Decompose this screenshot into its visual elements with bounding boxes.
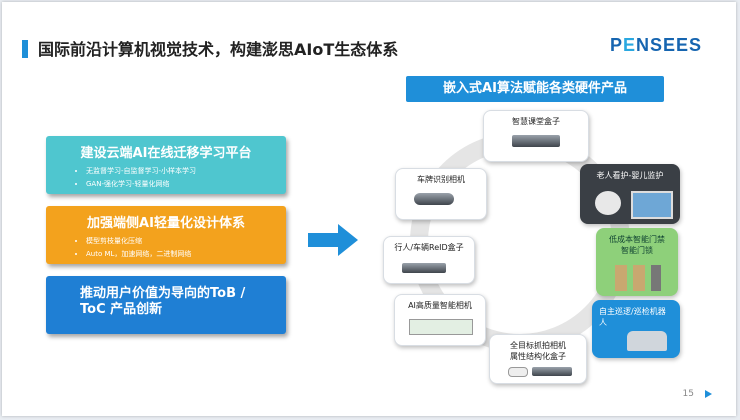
box-device-icon bbox=[402, 263, 446, 273]
device-label: AI高质量智能相机 bbox=[408, 301, 472, 310]
device-card-elder-care: 老人看护-婴儿监护 bbox=[580, 164, 680, 224]
bullet-item: 模型剪枝量化压缩 bbox=[86, 235, 286, 248]
device-card-full-target-camera: 全目标抓拍相机 属性结构化盒子 bbox=[489, 334, 587, 384]
device-card-patrol-robot: 自主巡逻/巡检机器 人 bbox=[592, 300, 680, 358]
device-card-door-access: 低成本智能门禁 智能门锁 bbox=[596, 228, 678, 296]
panel-bullets: 模型剪枝量化压缩 Auto ML，加速网络，二进制网络 bbox=[46, 235, 286, 261]
page-number: 15 bbox=[682, 389, 694, 399]
title-accent-bar bbox=[22, 40, 28, 58]
panel-product-innovation: 推动用户价值为导向的ToB / ToC 产品创新 bbox=[46, 276, 286, 334]
bullet-item: Auto ML，加速网络，二进制网络 bbox=[86, 248, 286, 261]
panel-edge-ai: 加强端侧AI轻量化设计体系 模型剪枝量化压缩 Auto ML，加速网络，二进制网… bbox=[46, 206, 286, 264]
device-label: 低成本智能门禁 bbox=[609, 235, 665, 244]
bullet-item: GAN-强化学习-轻量化网络 bbox=[86, 178, 286, 191]
device-label: 全目标抓拍相机 bbox=[510, 341, 566, 350]
panel-title-line: 推动用户价值为导向的ToB / bbox=[80, 286, 246, 301]
monitor-icon bbox=[631, 191, 673, 219]
slide-title: 国际前沿计算机视觉技术，构建澎思AIoT生态体系 bbox=[38, 40, 399, 59]
box-device-icon bbox=[532, 367, 572, 376]
bullet-item: 无监督学习-自监督学习-小样本学习 bbox=[86, 165, 286, 178]
panel-title-line: ToC 产品创新 bbox=[80, 302, 163, 317]
device-label: 智慧课堂盒子 bbox=[512, 117, 560, 126]
next-slide-icon[interactable] bbox=[705, 390, 712, 398]
device-label: 属性结构化盒子 bbox=[510, 352, 566, 361]
panel-bullets: 无监督学习-自监督学习-小样本学习 GAN-强化学习-轻量化网络 bbox=[46, 165, 286, 191]
robot-vehicle-icon bbox=[627, 331, 667, 351]
pensees-logo: PENSEES bbox=[609, 35, 702, 55]
device-label: 行人/车辆ReID盒子 bbox=[394, 243, 464, 252]
panel-camera-icon bbox=[409, 319, 473, 335]
panel-title: 推动用户价值为导向的ToB / ToC 产品创新 bbox=[46, 276, 286, 318]
device-label: 智能门锁 bbox=[621, 246, 653, 255]
device-label: 自主巡逻/巡检机器 bbox=[599, 307, 666, 316]
slide: 国际前沿计算机视觉技术，构建澎思AIoT生态体系 PENSEES 建设云端AI在… bbox=[2, 2, 736, 416]
bullet-camera-icon bbox=[414, 193, 454, 205]
dome-camera-icon bbox=[595, 191, 621, 215]
device-card-reid-box: 行人/车辆ReID盒子 bbox=[383, 236, 475, 284]
embedded-ai-header: 嵌入式AI算法赋能各类硬件产品 bbox=[406, 76, 664, 102]
door-panel-icon bbox=[651, 265, 661, 291]
device-card-plate-camera: 车牌识别相机 bbox=[395, 168, 487, 220]
door-lock-icon bbox=[633, 265, 645, 291]
box-device-icon bbox=[512, 135, 560, 147]
device-label: 车牌识别相机 bbox=[417, 175, 465, 184]
device-card-classroom: 智慧课堂盒子 bbox=[483, 110, 589, 162]
bullet-camera-icon bbox=[508, 367, 528, 377]
right-arrow-icon bbox=[308, 224, 358, 256]
device-label: 人 bbox=[599, 318, 607, 327]
device-card-ai-camera: AI高质量智能相机 bbox=[394, 294, 486, 346]
panel-cloud-ai: 建设云端AI在线迁移学习平台 无监督学习-自监督学习-小样本学习 GAN-强化学… bbox=[46, 136, 286, 194]
panel-title: 加强端侧AI轻量化设计体系 bbox=[87, 216, 245, 231]
panel-title: 建设云端AI在线迁移学习平台 bbox=[80, 146, 252, 161]
device-label: 老人看护-婴儿监护 bbox=[596, 171, 664, 180]
door-lock-icon bbox=[615, 265, 627, 291]
